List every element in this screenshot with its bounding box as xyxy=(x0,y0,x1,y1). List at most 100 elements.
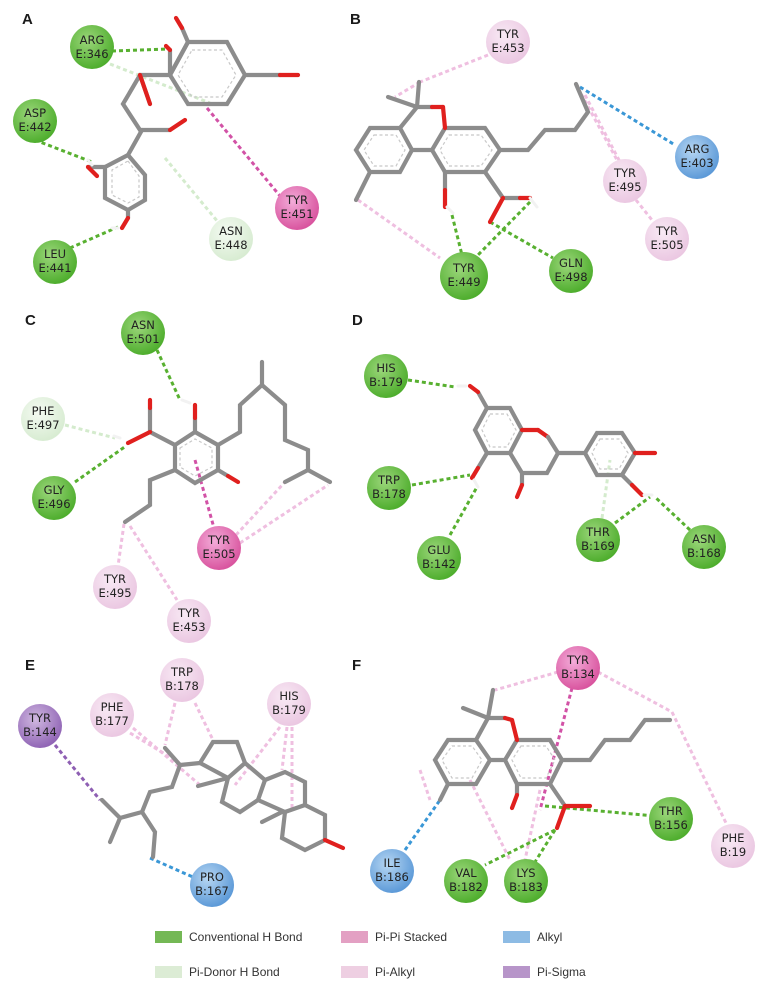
interaction-lines-c xyxy=(64,349,329,601)
svg-text:E:449: E:449 xyxy=(447,275,480,289)
residue-tyr-b144[interactable]: TYR B:144 xyxy=(18,704,62,748)
svg-text:E:442: E:442 xyxy=(18,120,51,134)
residue-his-b179-e[interactable]: HIS B:179 xyxy=(267,682,311,726)
residue-thr-b169[interactable]: THR B:169 xyxy=(576,518,620,562)
svg-text:B:144: B:144 xyxy=(23,725,57,739)
residue-tyr-e453[interactable]: TYR E:453 xyxy=(486,20,530,64)
legend-item-alkyl: Alkyl xyxy=(503,930,562,944)
svg-text:E:505: E:505 xyxy=(650,238,683,252)
residue-glu-b142[interactable]: GLU B:142 xyxy=(417,536,461,580)
svg-text:ASP: ASP xyxy=(24,106,46,120)
legend-item-pi-sigma: Pi-Sigma xyxy=(503,965,586,979)
svg-text:B:142: B:142 xyxy=(422,557,456,571)
legend-label: Pi-Donor H Bond xyxy=(189,965,280,979)
panel-label-e: E xyxy=(25,657,35,674)
svg-text:VAL: VAL xyxy=(455,866,477,880)
svg-text:ARG: ARG xyxy=(685,142,710,156)
svg-text:TRP: TRP xyxy=(377,473,400,487)
svg-text:TYR: TYR xyxy=(566,653,589,667)
h-bond-line xyxy=(69,225,119,250)
residue-tyr-e505[interactable]: TYR E:505 xyxy=(645,217,689,261)
panel-a: A xyxy=(13,11,319,284)
residue-ile-b186[interactable]: ILE B:186 xyxy=(370,849,414,893)
ligand-d xyxy=(456,383,658,500)
residue-val-b182[interactable]: VAL B:182 xyxy=(444,859,488,903)
residue-asn-e448[interactable]: ASN E:448 xyxy=(209,217,253,261)
ligand-f xyxy=(432,687,673,831)
svg-text:E:498: E:498 xyxy=(554,270,587,284)
panel-label-a: A xyxy=(22,11,33,28)
svg-text:B:179: B:179 xyxy=(369,375,403,389)
svg-text:E:346: E:346 xyxy=(75,47,108,61)
legend-swatch xyxy=(503,966,530,978)
residue-phe-b177[interactable]: PHE B:177 xyxy=(90,693,134,737)
residue-tyr-e505-c[interactable]: TYR E:505 xyxy=(197,526,241,570)
svg-text:E:403: E:403 xyxy=(680,156,713,170)
svg-text:B:179: B:179 xyxy=(272,703,306,717)
residue-thr-b156[interactable]: THR B:156 xyxy=(649,797,693,841)
interaction-lines-d xyxy=(407,378,692,536)
residue-tyr-e453-c[interactable]: TYR E:453 xyxy=(167,599,211,643)
svg-text:PHE: PHE xyxy=(722,831,745,845)
svg-text:TYR: TYR xyxy=(613,166,636,180)
residue-asp-e442[interactable]: ASP E:442 xyxy=(13,99,57,143)
pi-donor-line xyxy=(163,157,220,223)
legend-label: Pi-Alkyl xyxy=(375,965,416,979)
legend-item-pi-alkyl: Pi-Alkyl xyxy=(341,965,415,979)
residue-tyr-e451[interactable]: TYR E:451 xyxy=(275,186,319,230)
legend-label: Conventional H Bond xyxy=(189,930,303,944)
svg-text:B:134: B:134 xyxy=(561,667,595,681)
residue-gln-e498[interactable]: GLN E:498 xyxy=(549,249,593,293)
svg-text:ASN: ASN xyxy=(692,532,716,546)
svg-text:B:177: B:177 xyxy=(95,714,129,728)
panel-label-d: D xyxy=(352,312,363,329)
ligand-e xyxy=(99,739,346,860)
svg-text:E:501: E:501 xyxy=(126,332,159,346)
legend-swatch xyxy=(155,931,182,943)
svg-text:B:169: B:169 xyxy=(581,539,615,553)
residue-asn-e501[interactable]: ASN E:501 xyxy=(121,311,165,355)
panel-e: E TYR B:144 xyxy=(18,657,346,907)
svg-text:HIS: HIS xyxy=(279,689,298,703)
svg-text:GLU: GLU xyxy=(427,543,450,557)
ligand-c xyxy=(112,359,333,525)
interaction-lines-b xyxy=(357,53,676,260)
residue-tyr-e495-c[interactable]: TYR E:495 xyxy=(93,565,137,609)
legend-label: Pi-Sigma xyxy=(537,965,586,979)
residue-pro-b167[interactable]: PRO B:167 xyxy=(190,863,234,907)
svg-text:E:451: E:451 xyxy=(280,207,313,221)
interaction-lines-a xyxy=(21,47,292,250)
svg-text:TYR: TYR xyxy=(177,606,200,620)
svg-text:B:178: B:178 xyxy=(372,487,406,501)
legend-item-pi-pi-stacked: Pi-Pi Stacked xyxy=(341,930,447,944)
residue-tyr-e495[interactable]: TYR E:495 xyxy=(603,159,647,203)
residue-trp-b178[interactable]: TRP B:178 xyxy=(367,466,411,510)
residue-arg-e403[interactable]: ARG E:403 xyxy=(675,135,719,179)
residue-his-b179[interactable]: HIS B:179 xyxy=(364,354,408,398)
svg-text:ASN: ASN xyxy=(131,318,155,332)
residue-phe-e497[interactable]: PHE E:497 xyxy=(21,397,65,441)
svg-text:THR: THR xyxy=(658,804,683,818)
residue-tyr-b134[interactable]: TYR B:134 xyxy=(556,646,600,690)
residue-gly-e496[interactable]: GLY E:496 xyxy=(32,476,76,520)
residue-tyr-e449[interactable]: TYR E:449 xyxy=(440,252,488,300)
svg-text:TYR: TYR xyxy=(28,711,51,725)
pi-donor-line xyxy=(109,62,211,105)
h-bond-line xyxy=(111,47,171,53)
panel-d: D xyxy=(352,312,726,580)
panel-label-c: C xyxy=(25,312,36,329)
svg-text:B:156: B:156 xyxy=(654,818,688,832)
h-bond-line xyxy=(21,133,93,164)
residue-asn-b168[interactable]: ASN B:168 xyxy=(682,525,726,569)
residue-leu-e441[interactable]: LEU E:441 xyxy=(33,240,77,284)
residue-trp-b178-e[interactable]: TRP B:178 xyxy=(160,658,204,702)
residue-arg-e346[interactable]: ARG E:346 xyxy=(70,25,114,69)
legend: Conventional H Bond Pi-Pi Stacked Alkyl … xyxy=(150,925,630,985)
residue-lys-b183[interactable]: LYS B:183 xyxy=(504,859,548,903)
ligand-b xyxy=(353,79,591,225)
svg-text:E:505: E:505 xyxy=(202,547,235,561)
residue-phe-b19[interactable]: PHE B:19 xyxy=(711,824,755,868)
svg-text:ASN: ASN xyxy=(219,224,243,238)
svg-text:B:19: B:19 xyxy=(720,845,746,859)
